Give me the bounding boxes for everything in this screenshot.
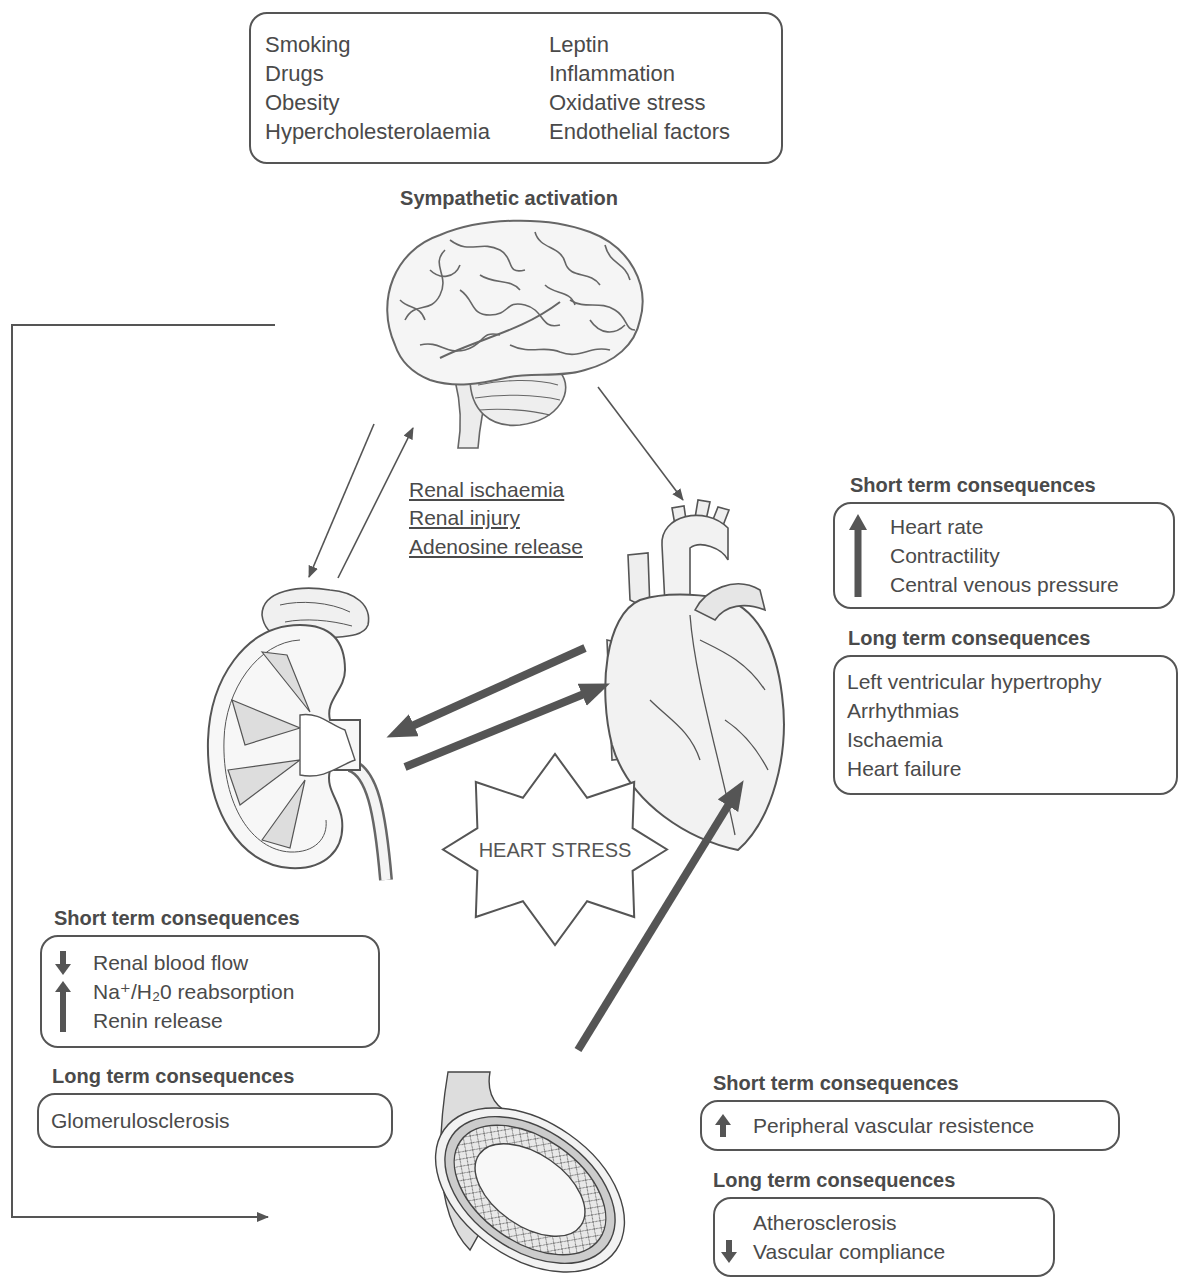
trend-arrow [726,1240,732,1253]
kidney-illustration [228,652,310,848]
brain-illustration [450,240,525,271]
consequence-box: Short term consequencesPeripheral vascul… [700,1100,1120,1151]
brain-illustration [475,380,560,415]
trend-arrow [849,514,867,530]
vessel-illustration [459,1125,602,1255]
consequence-item: Ischaemia [847,725,943,754]
consequence-box: Short term consequencesHeart rateContrac… [833,502,1175,609]
renal-signal: Adenosine release [409,534,583,560]
kidney-illustration [280,602,352,626]
risk-factor: Endothelial factors [549,117,730,146]
consequence-item: Peripheral vascular resistence [753,1111,1034,1140]
consequence-box: Short term consequencesRenal blood flowN… [40,935,380,1048]
brain-illustration [590,320,625,332]
consequence-item: Central venous pressure [890,570,1119,599]
heart-illustration [605,500,784,850]
trend-arrow [55,964,71,975]
trend-arrow [55,514,867,1263]
consequence-box: Long term consequencesAtherosclerosisVas… [713,1197,1055,1277]
kidney-illustration [350,765,386,880]
risk-factor-list: SmokingDrugsObesityHypercholesterolaemia… [265,30,767,146]
trend-arrow [60,951,66,965]
section-heading: Long term consequences [713,1168,955,1192]
section-heading: Long term consequences [52,1064,294,1088]
risk-factor-box: SmokingDrugsObesityHypercholesterolaemia… [249,12,783,164]
consequence-item: Contractility [890,541,1000,570]
consequence-item: Arrhythmias [847,696,959,725]
trend-arrow [721,1252,737,1263]
kidney-illustration [208,625,360,868]
stress-starburst: HEART STRESS [441,752,669,947]
brain-illustration [605,245,630,280]
section-heading: Short term consequences [713,1071,959,1095]
risk-factor: Drugs [265,59,324,88]
risk-factor: Inflammation [549,59,675,88]
brain-illustration [460,290,560,326]
vessel-illustration [418,1086,642,1283]
section-heading: Long term consequences [848,626,1090,650]
heart-illustration [695,584,765,620]
consequence-item: Glomerulosclerosis [51,1106,230,1135]
vessel-illustration [431,1099,630,1282]
renal-signal: Renal injury [409,505,520,531]
brain-illustration [480,275,520,290]
consequence-item: Renin release [93,1006,223,1035]
consequence-box: Long term consequencesLeft ventricular h… [833,655,1178,795]
section-heading: Short term consequences [850,473,1096,497]
consequence-item: Left ventricular hypertrophy [847,667,1101,696]
mechanism-heading: Sympathetic activation [400,185,618,211]
section-heading: Short term consequences [54,906,300,930]
brain-illustration [510,345,610,354]
vascular-arrow [578,804,729,1050]
risk-factor: Oxidative stress [549,88,706,117]
brain-illustration [535,232,600,285]
starburst-outline [441,752,669,947]
brain-illustration [440,302,560,358]
trend-arrow [60,990,66,1032]
stress-label: HEART STRESS [479,838,632,862]
consequence-item: Renal blood flow [93,948,248,977]
heart-illustration [650,615,768,835]
heart-illustration [605,595,784,851]
consequence-item: Heart rate [890,512,983,541]
kidney-illustration [350,765,386,880]
brain-illustration [405,250,445,320]
kidney-illustration [208,588,386,880]
brain-illustration [387,221,642,448]
consequence-item: Atherosclerosis [753,1208,897,1237]
vessel-illustration [405,1074,655,1283]
risk-factor: Leptin [549,30,609,59]
renal-signal: Renal ischaemia [409,477,564,503]
consequence-item: Na⁺/H₂0 reabsorption [93,977,294,1006]
trend-arrow [855,528,862,597]
risk-factor: Obesity [265,88,340,117]
consequence-box: Long term consequencesGlomerulosclerosis [37,1093,393,1148]
risk-factor: Smoking [265,30,351,59]
consequence-item: Heart failure [847,754,961,783]
starburst-outline [443,754,667,945]
sympathetic-arrow [598,387,683,500]
risk-factor: Hypercholesterolaemia [265,117,490,146]
brain-illustration [387,221,642,385]
brain-illustration [400,300,425,320]
vessel-illustration [405,1072,655,1283]
brain-illustration [430,265,460,276]
consequence-item: Vascular compliance [753,1237,945,1266]
cardiorenal-arrow [412,648,585,726]
renal-feedback-arrow [338,428,413,578]
trend-arrow [720,1123,726,1137]
cardiorenal-arrow [405,694,584,767]
kidney-illustration [300,715,355,776]
sympathetic-arrow [309,424,374,577]
vessel-illustration [405,1074,655,1283]
